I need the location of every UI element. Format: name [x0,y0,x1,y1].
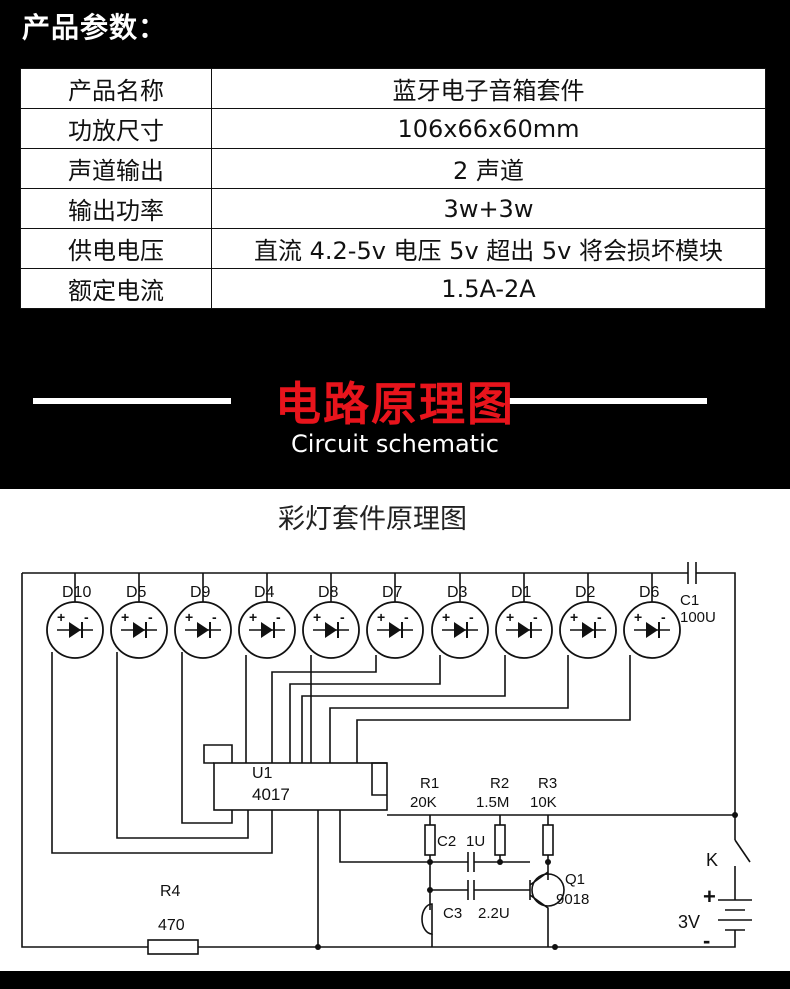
r4-ref: R4 [160,883,181,900]
led-label: D3 [447,584,468,601]
led-plus: + [121,609,129,625]
schematic-panel [0,489,790,971]
led-d6: D6 + - [623,573,681,659]
divider-right [509,398,707,404]
spec-key: 供电电压 [20,228,212,269]
led-label: D4 [254,584,275,601]
led-d3: D3 + - [431,573,489,659]
spec-row: 供电电压直流 4.2-5v 电压 5v 超出 5v 将会损坏模块 [20,228,766,269]
spec-value: 1.5A-2A [211,268,766,309]
led-minus: - [148,609,153,625]
battery-minus: - [703,928,710,953]
spec-value: 直流 4.2-5v 电压 5v 超出 5v 将会损坏模块 [211,228,766,269]
led-d4: D4 + - [238,573,296,659]
led-d1: D1 + - [495,573,553,659]
led-plus: + [442,609,450,625]
led-d9: D9 + - [174,573,232,659]
c3-ref: C3 [443,905,462,922]
led-minus: - [469,609,474,625]
c3-value: 2.2U [478,905,510,922]
c2-ref: C2 [437,833,456,850]
led-plus: + [377,609,385,625]
led-d8: D8 + - [302,573,360,659]
r2-ref: R2 [490,775,509,792]
c1-ref: C1 [680,592,699,609]
led-minus: - [276,609,281,625]
spec-key: 功放尺寸 [20,108,212,149]
section-subtitle: Circuit schematic [291,430,499,458]
led-plus: + [57,609,65,625]
led-plus: + [313,609,321,625]
ic-part: 4017 [252,785,290,804]
led-minus: - [84,609,89,625]
divider-left [33,398,231,404]
r3-value: 10K [530,794,557,811]
led-d5: D5 + - [110,573,168,659]
r1-ref: R1 [420,775,439,792]
led-minus: - [340,609,345,625]
spec-value: 蓝牙电子音箱套件 [211,68,766,109]
led-label: D1 [511,584,532,601]
c1-value: 100U [680,609,716,626]
r3-ref: R3 [538,775,557,792]
r1-value: 20K [410,794,437,811]
led-label: D8 [318,584,339,601]
spec-key: 产品名称 [20,68,212,109]
spec-value: 3w+3w [211,188,766,229]
led-label: D2 [575,584,596,601]
params-title: 产品参数： [22,11,168,44]
led-minus: - [212,609,217,625]
led-plus: + [506,609,514,625]
c2-value: 1U [466,833,485,850]
led-plus: + [185,609,193,625]
spec-value: 106x66x60mm [211,108,766,149]
led-d10: D10 + - [46,573,104,659]
led-plus: + [570,609,578,625]
led-plus: + [634,609,642,625]
led-label: D7 [382,584,403,601]
led-d2: D2 + - [559,573,617,659]
circuit-schematic: D10+-D5+-D9+-D4+-D8+-D7+-D3+-D1+-D2+-D6+… [21,562,752,955]
schematic-caption: 彩灯套件原理图 [278,504,467,535]
battery-value: 3V [678,912,700,932]
spec-key: 额定电流 [20,268,212,309]
battery-plus: + [703,884,716,909]
led-label: D9 [190,584,211,601]
led-minus: - [597,609,602,625]
spec-value: 2 声道 [211,148,766,189]
led-label: D5 [126,584,147,601]
led-minus: - [661,609,666,625]
spec-key: 声道输出 [20,148,212,189]
switch-ref: K [706,850,718,870]
led-minus: - [533,609,538,625]
r2-value: 1.5M [476,794,509,811]
r4-value: 470 [158,917,185,934]
led-d7: D7 + - [366,573,424,659]
q1-ref: Q1 [565,871,585,888]
spec-key: 输出功率 [20,188,212,229]
q1-part: 9018 [556,891,589,908]
ic-ref: U1 [252,765,273,782]
led-plus: + [249,609,257,625]
led-label: D6 [639,584,660,601]
spec-row: 产品名称蓝牙电子音箱套件 [20,68,766,109]
section-title: 电路原理图 [275,377,515,431]
led-label: D10 [62,584,91,601]
led-minus: - [404,609,409,625]
